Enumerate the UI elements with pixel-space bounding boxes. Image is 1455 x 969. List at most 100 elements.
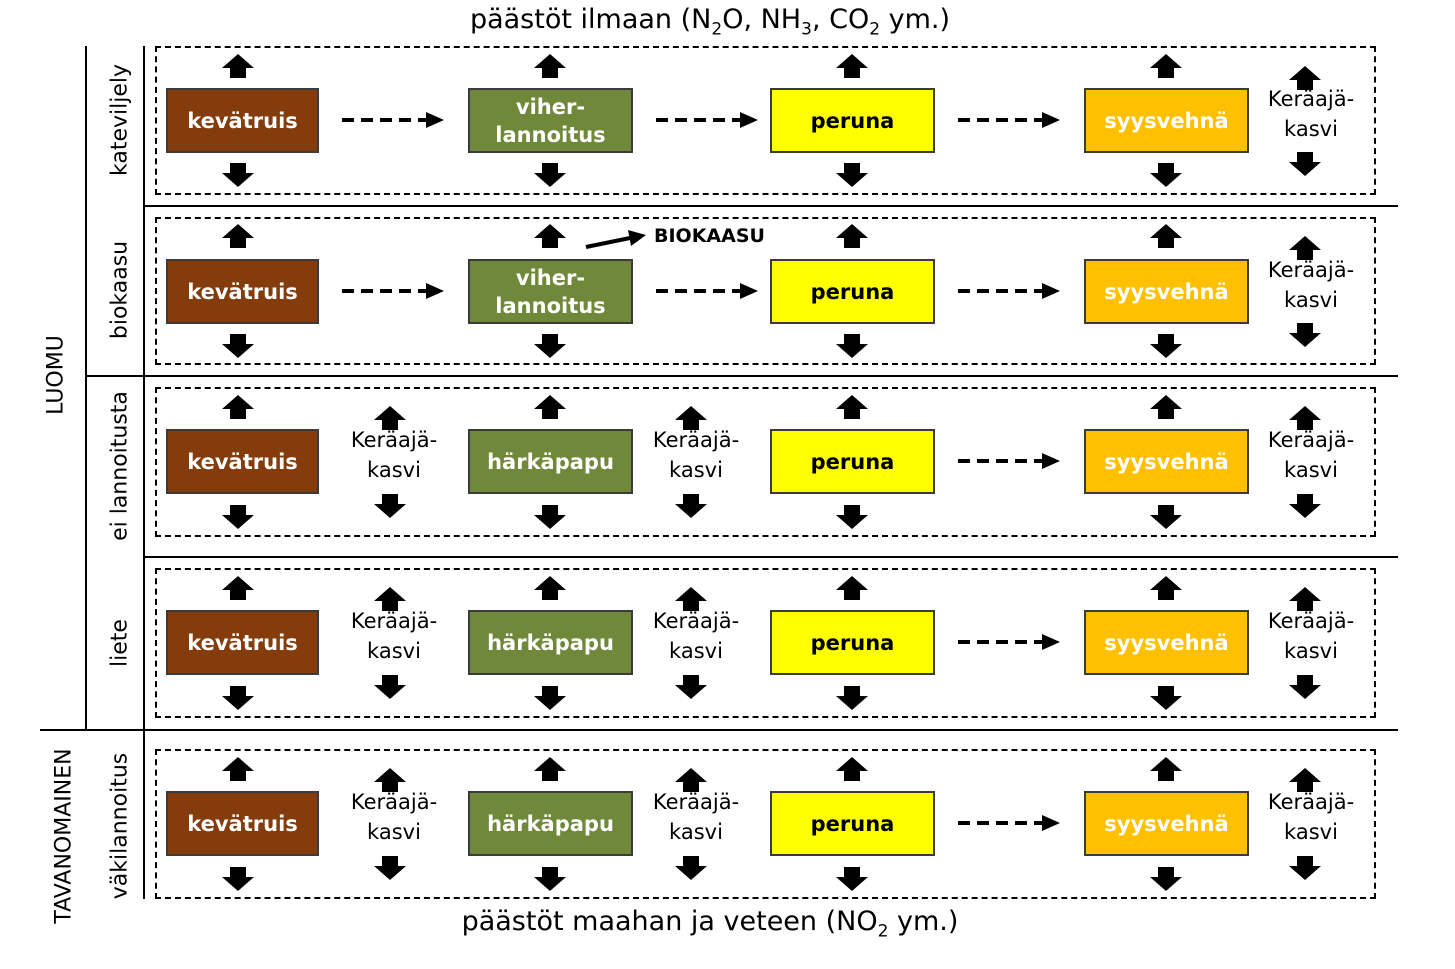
leaching-down-arrow-icon [675,494,707,518]
row-frame [155,46,1376,195]
crop-box-harkapapu: härkäpapu [468,791,633,856]
catch-crop-label: Keräajä-kasvi [652,428,740,482]
emission-up-arrow-icon [1150,224,1182,248]
emission-up-arrow-icon [534,224,566,248]
emission-up-arrow-icon [1150,576,1182,600]
emission-up-arrow-icon [222,224,254,248]
crop-box-kevatruis: kevätruis [166,259,319,324]
emission-up-arrow-icon [1150,757,1182,781]
emission-up-arrow-icon [222,757,254,781]
row-separator [143,556,1398,558]
leaching-down-arrow-icon [1289,494,1321,518]
emission-up-arrow-icon [222,576,254,600]
leaching-down-arrow-icon [836,686,868,710]
leaching-down-arrow-icon [1289,675,1321,699]
emission-up-arrow-icon [374,768,406,792]
crop-box-peruna: peruna [770,88,935,153]
leaching-down-arrow-icon [1150,163,1182,187]
emission-up-arrow-icon [222,54,254,78]
emission-up-arrow-icon [374,587,406,611]
crop-box-syysvehna: syysvehnä [1084,610,1249,675]
emission-up-arrow-icon [534,757,566,781]
catch-crop-label: Keräajä-kasvi [1267,428,1355,482]
leaching-down-arrow-icon [222,163,254,187]
leaching-down-arrow-icon [534,334,566,358]
catch-crop-label: Keräajä-kasvi [652,609,740,663]
leaching-down-arrow-icon [534,686,566,710]
rotation-arrow-icon [340,281,446,301]
crop-box-viherlannoitus: viher- lannoitus [468,88,633,153]
crop-box-kevatruis: kevätruis [166,610,319,675]
leaching-down-arrow-icon [534,163,566,187]
leaching-down-arrow-icon [374,494,406,518]
crop-box-peruna: peruna [770,791,935,856]
emission-up-arrow-icon [374,406,406,430]
rotation-arrow-icon [956,451,1062,471]
emission-up-arrow-icon [1150,395,1182,419]
leaching-down-arrow-icon [534,505,566,529]
catch-crop-label: Keräajä-kasvi [350,609,438,663]
leaching-down-arrow-icon [836,505,868,529]
crop-box-peruna: peruna [770,259,935,324]
row-divider-vertical [143,46,145,899]
rotation-arrow-icon [956,813,1062,833]
catch-crop-label: Keräajä-kasvi [1267,790,1355,844]
emission-up-arrow-icon [534,54,566,78]
rotation-arrow-icon [956,632,1062,652]
crop-box-syysvehna: syysvehnä [1084,88,1249,153]
catch-crop-label: Keräajä-kasvi [350,428,438,482]
emission-up-arrow-icon [836,576,868,600]
rotation-arrow-icon [654,281,760,301]
title-soil-water-emissions: päästöt maahan ja veteen (NO2 ym.) [461,906,959,942]
catch-crop-label: Keräajä-kasvi [1267,609,1355,663]
leaching-down-arrow-icon [836,867,868,891]
leaching-down-arrow-icon [222,686,254,710]
leaching-down-arrow-icon [1289,856,1321,880]
group-divider-luomu [85,46,87,730]
crop-box-kevatruis: kevätruis [166,791,319,856]
row-separator [85,375,1398,377]
rotation-arrow-icon [956,110,1062,130]
title-air-emissions: päästöt ilmaan (N2O, NH3, CO2 ym.) [469,4,951,40]
emission-up-arrow-icon [1289,406,1321,430]
crop-box-peruna: peruna [770,429,935,494]
emission-up-arrow-icon [1289,66,1321,90]
rotation-arrow-icon [340,110,446,130]
row-separator [143,205,1398,207]
crop-box-viherlannoitus: viher- lannoitus [468,259,633,324]
emission-up-arrow-icon [534,576,566,600]
emission-up-arrow-icon [836,395,868,419]
crop-box-harkapapu: härkäpapu [468,610,633,675]
emission-up-arrow-icon [222,395,254,419]
emission-up-arrow-icon [675,768,707,792]
emission-up-arrow-icon [836,757,868,781]
crop-box-kevatruis: kevätruis [166,88,319,153]
crop-box-syysvehna: syysvehnä [1084,791,1249,856]
rotation-arrow-icon [956,281,1062,301]
leaching-down-arrow-icon [222,334,254,358]
biokaasu-output-arrow-icon [585,230,646,249]
catch-crop-label: Keräajä-kasvi [1267,258,1355,312]
leaching-down-arrow-icon [1289,152,1321,176]
leaching-down-arrow-icon [1150,505,1182,529]
emission-up-arrow-icon [534,395,566,419]
leaching-down-arrow-icon [534,867,566,891]
row-frame [155,217,1376,365]
emission-up-arrow-icon [1289,768,1321,792]
leaching-down-arrow-icon [1150,334,1182,358]
group-separator [40,729,1398,731]
crop-box-syysvehna: syysvehnä [1084,429,1249,494]
emission-up-arrow-icon [675,406,707,430]
leaching-down-arrow-icon [374,856,406,880]
leaching-down-arrow-icon [675,675,707,699]
emission-up-arrow-icon [1289,236,1321,260]
leaching-down-arrow-icon [222,505,254,529]
leaching-down-arrow-icon [675,856,707,880]
leaching-down-arrow-icon [1150,867,1182,891]
crop-box-syysvehna: syysvehnä [1084,259,1249,324]
emission-up-arrow-icon [1289,587,1321,611]
emission-up-arrow-icon [836,54,868,78]
catch-crop-label: Keräajä-kasvi [652,790,740,844]
